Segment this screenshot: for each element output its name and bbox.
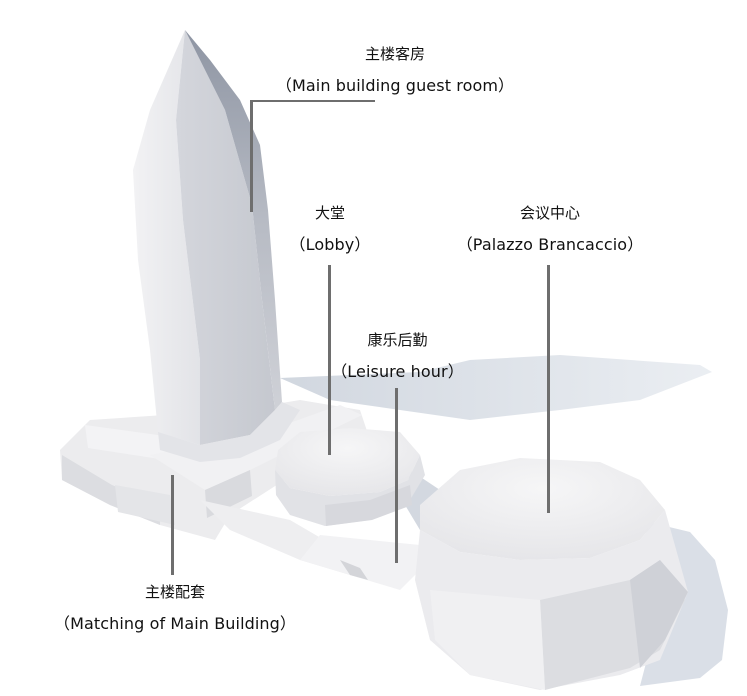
conference-center-drum <box>415 458 688 690</box>
leader-line-leisure <box>395 388 398 563</box>
label-zh: 大堂 <box>314 204 345 222</box>
label-zh: 会议中心 <box>519 204 580 222</box>
label-matching-of-main-building: 主楼配套 （Matching of Main Building） <box>50 582 300 634</box>
lobby-drum <box>275 428 425 526</box>
label-en: （Lobby） <box>289 235 371 254</box>
label-palazzo-brancaccio: 会议中心 （Palazzo Brancaccio） <box>455 203 645 255</box>
label-en: （Leisure hour） <box>331 362 464 381</box>
main-tower <box>133 30 300 462</box>
leader-line-guest-room-v <box>250 100 253 212</box>
label-zh: 康乐后勤 <box>367 331 428 349</box>
leader-line-guest-room-h <box>250 100 375 102</box>
label-main-building-guest-room: 主楼客房 （Main building guest room） <box>270 44 520 96</box>
label-zh: 主楼配套 <box>144 583 205 601</box>
label-en: （Main building guest room） <box>275 76 515 95</box>
label-en: （Matching of Main Building） <box>53 614 297 633</box>
leader-line-matching <box>171 475 174 575</box>
leader-line-lobby <box>328 265 331 455</box>
label-leisure-hour: 康乐后勤 （Leisure hour） <box>330 330 465 382</box>
label-zh: 主楼客房 <box>364 45 425 63</box>
podium-base <box>60 400 440 590</box>
label-lobby: 大堂 （Lobby） <box>280 203 380 255</box>
leader-line-palazzo <box>547 265 550 513</box>
label-en: （Palazzo Brancaccio） <box>456 235 644 254</box>
